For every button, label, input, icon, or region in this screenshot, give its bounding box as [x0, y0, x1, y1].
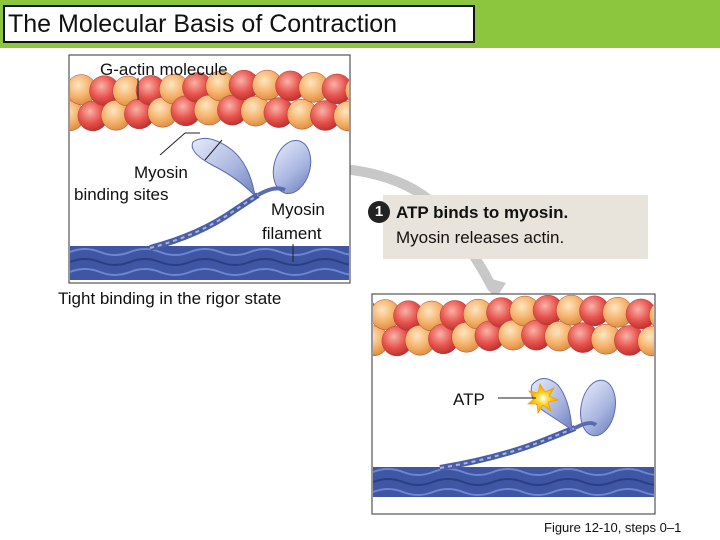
panel-rigor-state [68, 54, 387, 284]
cycle-arrowhead [481, 276, 506, 300]
figure-caption: Figure 12-10, steps 0–1 [544, 520, 682, 535]
myosin-head-bound [191, 137, 256, 198]
actin-bead [625, 298, 654, 330]
label-myosin-filament-line1: Myosin [271, 200, 325, 219]
label-atp: ATP [453, 390, 485, 409]
actin-bead [649, 304, 654, 327]
actin-bead [345, 79, 349, 101]
atp-burst-icon [526, 382, 560, 415]
actin-bead [357, 101, 387, 131]
leader-binding-1 [159, 132, 186, 156]
panel-atp-binding [371, 293, 691, 515]
step-line-1: ATP binds to myosin. [396, 203, 569, 222]
myosin-molecule [149, 137, 312, 251]
title-box [3, 5, 475, 43]
thick-filament [373, 467, 654, 497]
step-number-badge: 1 [368, 201, 390, 223]
page-title: The Molecular Basis of Contraction [8, 10, 398, 38]
label-rigor-state: Tight binding in the rigor state [58, 289, 282, 308]
myosin-molecule [439, 378, 616, 471]
actin-bead [321, 73, 349, 105]
actin-filament [373, 295, 691, 357]
actin-bead [637, 325, 654, 357]
actin-filament [70, 69, 387, 132]
label-g-actin: G-actin molecule [100, 60, 228, 79]
label-myosin-filament-line2: filament [262, 224, 322, 243]
leader-binding-3 [204, 139, 223, 161]
step-line-2: Myosin releases actin. [396, 228, 565, 247]
actin-bead [333, 100, 349, 132]
actin-bead [661, 326, 691, 356]
thick-filament [70, 246, 349, 280]
step-box [383, 195, 648, 259]
label-binding-sites-line2: binding sites [74, 185, 169, 204]
label-binding-sites-line1: Myosin [134, 163, 188, 182]
myosin-head-free [272, 140, 312, 194]
